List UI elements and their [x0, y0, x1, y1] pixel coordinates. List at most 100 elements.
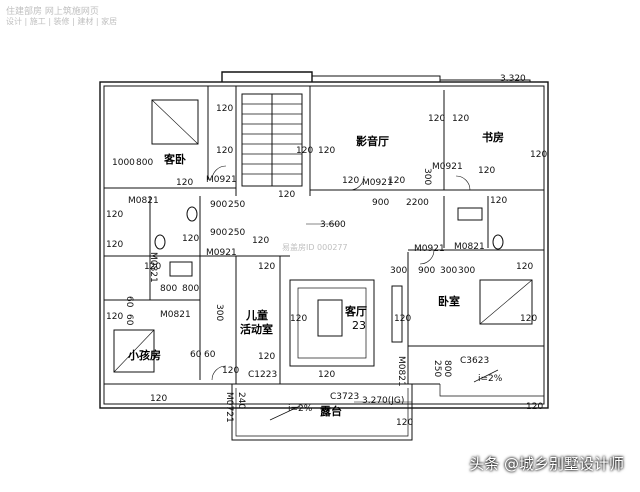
dim-120: 120: [278, 190, 296, 200]
dim-120: 120: [428, 114, 446, 124]
dim-250-c: 250: [432, 360, 442, 378]
slope-arrow-a: [269, 405, 301, 421]
dim-120: 120: [394, 314, 412, 324]
room-terrace: 露台: [320, 405, 342, 418]
coffee-table: [317, 299, 343, 337]
dim-120: 120: [144, 262, 162, 272]
dim-120: 120: [478, 166, 496, 176]
dim-60-b: 60: [124, 314, 134, 326]
dim-120: 120: [258, 352, 276, 362]
kids-bed: [113, 329, 155, 373]
room-bedroom: 卧室: [438, 295, 460, 308]
label-c3623: C3623: [460, 356, 490, 366]
room-living-number: 23: [352, 319, 366, 332]
kids-bed-fold: [113, 329, 155, 373]
room-kids-activity-line2: 活动室: [240, 323, 273, 336]
dim-120: 120: [106, 240, 124, 250]
dim-240: 240: [236, 392, 246, 410]
label-m0921-e: M0921: [206, 248, 237, 258]
label-m0921-a: M0921: [206, 175, 237, 185]
label-m0821-c: M0821: [160, 310, 191, 320]
outer-wall-inner: [103, 85, 545, 405]
dim-120: 120: [520, 314, 538, 324]
door-swing-kids: [211, 365, 227, 381]
label-m0921-d: M0921: [414, 244, 445, 254]
dim-60-a: 60: [124, 296, 134, 308]
label-m0821-e: M0821: [396, 356, 406, 387]
dim-120: 120: [106, 210, 124, 220]
room-kids-activity-line1: 儿童: [246, 309, 268, 322]
label-m0821-d: M0821: [148, 252, 158, 283]
tv-cabinet: [391, 285, 403, 343]
dim-800-d: 800: [442, 360, 452, 378]
toilet-b: [154, 234, 166, 250]
dim-800-b: 800: [160, 284, 178, 294]
sink-b: [169, 261, 193, 277]
dim-120: 120: [296, 146, 314, 156]
watermark-top-sub: 设计 | 施工 | 装修 | 建材 | 家居: [6, 17, 118, 26]
dim-300-e: 300: [422, 168, 432, 186]
label-slope-a: i=2%: [288, 404, 313, 414]
dim-120: 120: [530, 150, 548, 160]
label-top-right-dim: 3.320: [500, 74, 526, 84]
label-m0821-b: M0821: [454, 242, 485, 252]
guest-bed-fold: [151, 99, 199, 145]
dim-120: 120: [150, 394, 168, 404]
master-bed-fold: [479, 279, 533, 325]
label-m0921-b: M0921: [362, 178, 393, 188]
dim-300-a: 300: [390, 266, 408, 276]
label-m0721: M0721: [224, 392, 234, 423]
top-wall-right: [439, 79, 531, 82]
dim-300-c: 300: [458, 266, 476, 276]
label-c1223: C1223: [248, 370, 278, 380]
toilet-a: [186, 206, 198, 222]
dim-120: 120: [106, 312, 124, 322]
dim-900-d: 900: [418, 266, 436, 276]
dim-120: 120: [388, 176, 406, 186]
balcony-right: [439, 384, 544, 397]
dim-60-d: 60: [204, 350, 216, 360]
dim-120: 120: [342, 176, 360, 186]
dim-120: 120: [452, 114, 470, 124]
label-elevation-main: 3.600: [320, 220, 346, 230]
label-elevation-terrace: 3.270(JG): [362, 396, 405, 406]
terrace-edge-inner: [235, 388, 409, 437]
label-m0921-c: M0921: [432, 162, 463, 172]
toilet-c: [492, 234, 504, 250]
label-c3723: C3723: [330, 392, 360, 402]
dim-120: 120: [318, 146, 336, 156]
dim-120: 120: [318, 370, 336, 380]
dim-300-b: 300: [440, 266, 458, 276]
dim-120: 120: [396, 418, 414, 428]
label-m0821-a: M0821: [128, 196, 159, 206]
outer-wall: [99, 81, 549, 409]
author-credit: 头条 @城乡别墅设计师: [469, 455, 624, 473]
room-theater: 影音厅: [356, 135, 389, 148]
room-guest-bedroom: 客卧: [164, 153, 186, 166]
dim-120: 120: [216, 104, 234, 114]
dim-250-b: 250: [228, 228, 246, 238]
door-swing-study: [455, 175, 471, 191]
top-wall-mid: [311, 75, 441, 82]
dim-300-d: 300: [214, 304, 224, 322]
door-swing-theater: [349, 175, 365, 191]
room-study: 书房: [482, 131, 504, 144]
dim-1000: 1000: [112, 158, 135, 168]
dim-120: 120: [182, 234, 200, 244]
dim-60-c: 60: [190, 350, 202, 360]
sofa-outline: [289, 279, 375, 367]
dim-2200: 2200: [406, 198, 429, 208]
dim-120: 120: [490, 196, 508, 206]
door-swing-guest: [211, 165, 227, 181]
sink-c: [457, 207, 483, 221]
dim-120: 120: [176, 178, 194, 188]
watermark-center: 易盖房ID 000277: [282, 243, 348, 252]
slope-arrow-b: [473, 369, 499, 383]
dim-120: 120: [290, 314, 308, 324]
dim-120: 120: [252, 236, 270, 246]
dim-900-a: 900: [210, 200, 228, 210]
room-living: 客厅: [345, 305, 367, 318]
dim-800-a: 800: [136, 158, 154, 168]
sofa-inner: [297, 287, 367, 359]
